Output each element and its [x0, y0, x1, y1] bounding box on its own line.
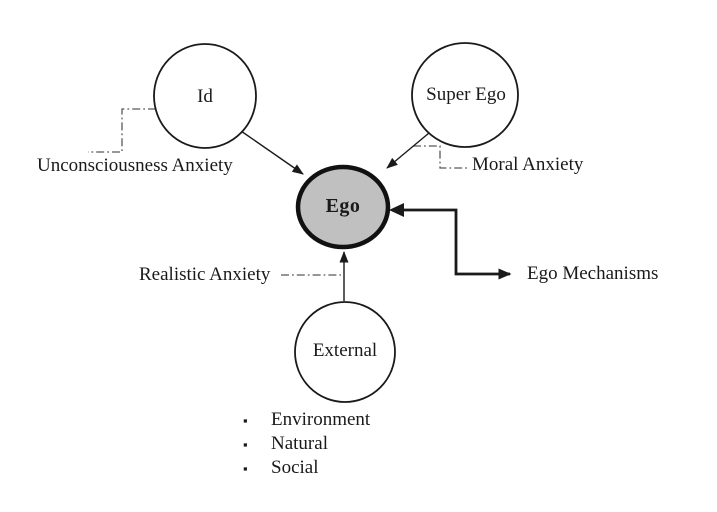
node-superego-label: Super Ego: [426, 84, 506, 105]
square-bullet-icon: ▪: [243, 461, 248, 476]
node-external-label: External: [312, 340, 378, 361]
square-bullet-icon: ▪: [243, 413, 248, 428]
realistic-anxiety-label: Realistic Anxiety: [139, 264, 271, 285]
edge-id-to-ego: [240, 130, 304, 175]
node-ego-label: Ego: [325, 195, 361, 217]
ego-mechanisms-label: Ego Mechanisms: [527, 263, 659, 284]
node-id-circle: [153, 43, 257, 149]
ego-arrowhead: [389, 203, 404, 217]
list-item-label: Natural: [271, 433, 328, 454]
list-item: ▪ Natural: [243, 432, 370, 456]
unconsciousness-anxiety-label: Unconsciousness Anxiety: [37, 155, 233, 176]
node-external-circle: [294, 301, 396, 403]
edge-superego-to-ego: [386, 132, 430, 169]
connector-unconsciousness-anxiety: [88, 108, 156, 153]
edge-ego-to-mechanisms: [402, 208, 512, 280]
square-bullet-icon: ▪: [243, 437, 248, 452]
node-id-label: Id: [197, 86, 213, 107]
list-item-label: Environment: [271, 409, 371, 430]
moral-anxiety-label: Moral Anxiety: [472, 154, 584, 175]
list-item: ▪ Environment: [243, 408, 370, 432]
node-superego-circle: [411, 42, 519, 148]
connector-moral-anxiety: [413, 145, 467, 169]
external-factors-list: ▪ Environment ▪ Natural ▪ Social: [243, 408, 370, 480]
list-item-label: Social: [271, 457, 319, 478]
list-item: ▪ Social: [243, 456, 370, 480]
node-ego-circle: [295, 164, 391, 250]
